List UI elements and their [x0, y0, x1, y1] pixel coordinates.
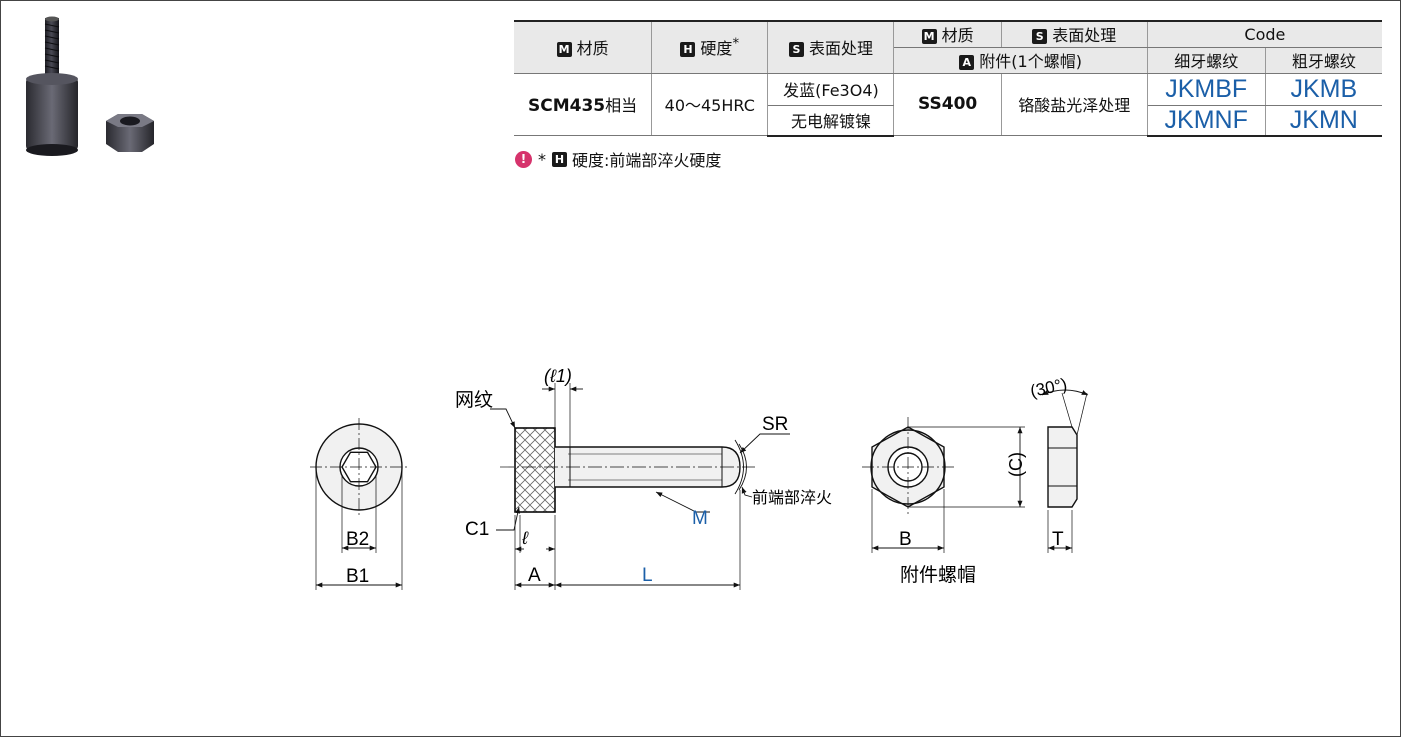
product-photo [26, 16, 154, 156]
dim-l1: (ℓ1) [544, 366, 572, 386]
label-knurl: 网纹 [455, 389, 493, 411]
dim-l: ℓ [521, 528, 529, 548]
code-fine-1[interactable]: JKMBF [1146, 72, 1266, 106]
code-coarse-2[interactable]: JKMN [1264, 104, 1382, 137]
cell-material: SCM435相当 [514, 72, 653, 136]
cell-surface-2: 无电解镀镍 [767, 104, 895, 137]
nut-front-view [862, 417, 1025, 553]
code-fine-2[interactable]: JKMNF [1146, 104, 1266, 137]
dim-a: A [528, 565, 541, 586]
code-coarse-1[interactable]: JKMB [1264, 72, 1382, 106]
label-sr: SR [762, 414, 788, 435]
hardness-marker: H [680, 42, 696, 58]
dim-b1: B1 [346, 566, 369, 587]
cell-acc-material: SS400 [893, 72, 1002, 136]
dim-t: T [1052, 529, 1064, 550]
dim-L: L [642, 565, 653, 586]
material-marker: M [556, 42, 572, 58]
dim-b2: B2 [346, 529, 369, 550]
header-fine-thread: 细牙螺纹 [1146, 46, 1266, 74]
cell-surface-1: 发蓝(Fe3O4) [767, 72, 895, 106]
header-coarse-thread: 粗牙螺纹 [1264, 46, 1382, 74]
cell-acc-surface: 铬酸盐光泽处理 [1000, 72, 1148, 136]
accessory-marker: A [959, 55, 975, 70]
dim-c: (C) [1006, 452, 1026, 477]
label-tip-hardened: 前端部淬火 [752, 489, 832, 507]
nut-side-view [1041, 389, 1089, 553]
label-c1: C1 [465, 519, 489, 540]
cell-hardness: 40～45HRC [651, 72, 769, 136]
dim-angle: (30°) [1029, 375, 1069, 401]
note-hardness-marker: H [552, 151, 567, 167]
header-code: Code [1146, 20, 1382, 48]
surface-marker: S [788, 42, 804, 58]
side-view [490, 383, 790, 590]
technical-drawing: B2 B1 网纹 (ℓ1) SR 前端部淬火 C1 ℓ M A L [310, 366, 1089, 590]
label-m: M [692, 508, 708, 529]
acc-surface-marker: S [1032, 29, 1048, 45]
acc-material-marker: M [921, 29, 937, 45]
end-view [310, 418, 408, 590]
warning-icon: ! [515, 150, 532, 168]
hardness-note: ! * H 硬度:前端部淬火硬度 [515, 147, 721, 171]
label-nut: 附件螺帽 [900, 564, 976, 586]
dim-b: B [899, 529, 912, 550]
